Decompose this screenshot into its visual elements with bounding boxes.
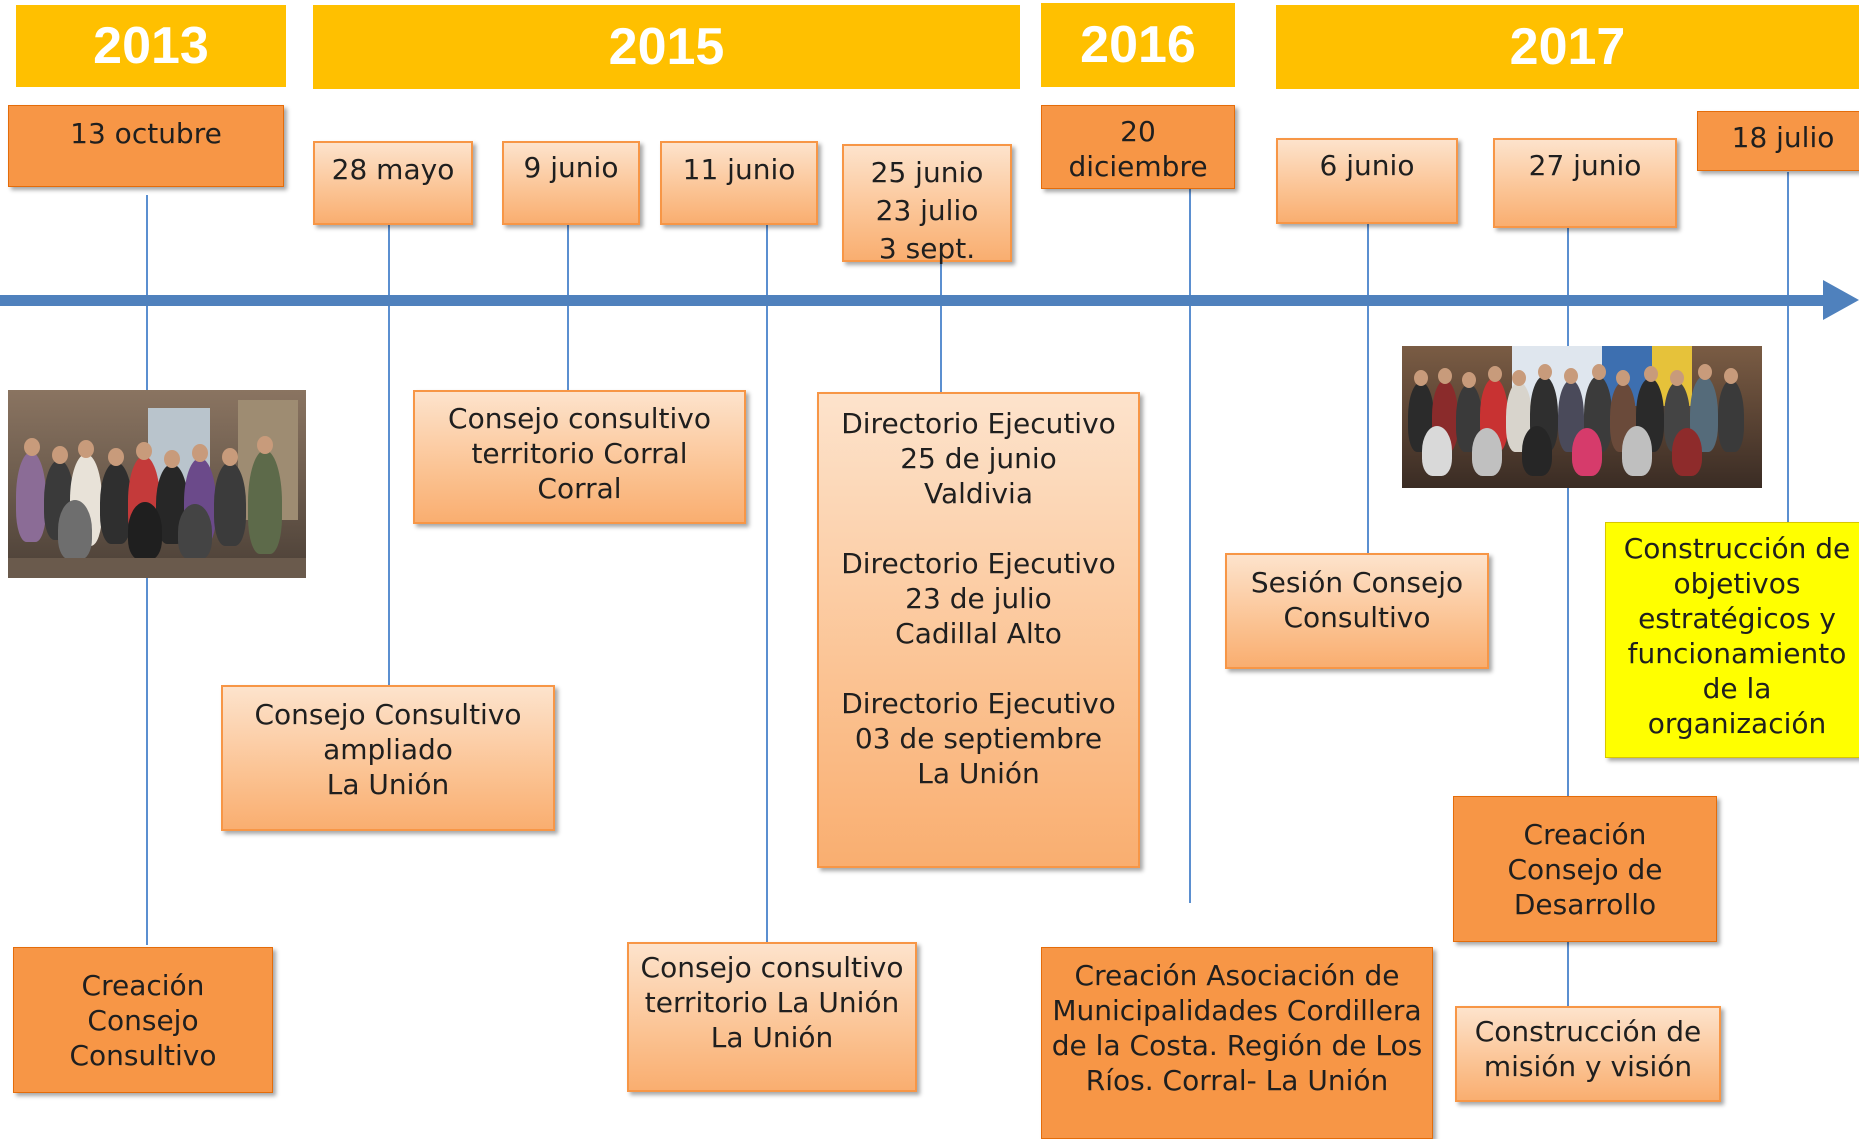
group-photo-consejo-desarrollo <box>1402 346 1762 488</box>
date-box-9-junio: 9 junio <box>502 141 640 225</box>
event-box-consejo-consultivo-ampliado: Consejo Consultivo ampliado La Unión <box>221 685 555 831</box>
connector-line <box>1787 172 1789 524</box>
connector-line <box>766 222 768 942</box>
date-box-11-junio: 11 junio <box>660 141 818 225</box>
connector-line <box>1367 222 1369 554</box>
event-box-creacion-consejo-desarrollo: Creación Consejo de Desarrollo <box>1453 796 1717 942</box>
year-bar-2016: 2016 <box>1041 3 1235 87</box>
connector-line <box>388 222 390 685</box>
date-box-6-junio: 6 junio <box>1276 138 1458 224</box>
date-box-junio-julio-sept: 25 junio 23 julio 3 sept. <box>842 144 1012 265</box>
event-box-consejo-territorio-corral: Consejo consultivo territorio Corral Cor… <box>413 390 746 524</box>
connector-line <box>940 262 942 392</box>
group-photo-consejo-consultivo <box>8 390 306 578</box>
connector-line <box>567 222 569 390</box>
event-box-sesion-consejo-consultivo: Sesión Consejo Consultivo <box>1225 553 1489 669</box>
event-box-creacion-asociacion-municipalidades: Creación Asociación de Municipalidades C… <box>1041 947 1433 1139</box>
timeline-arrowhead <box>1823 280 1859 320</box>
event-box-construccion-mision-vision: Construcción de misión y visión <box>1455 1006 1721 1102</box>
date-box-18-julio: 18 julio <box>1697 111 1859 171</box>
year-bar-2013: 2013 <box>16 5 286 87</box>
date-box-13-octubre: 13 octubre <box>8 105 284 187</box>
event-box-creacion-consejo-consultivo: Creación Consejo Consultivo <box>13 947 273 1093</box>
event-box-construccion-objetivos: Construcción de objetivos estratégicos y… <box>1605 522 1859 758</box>
connector-line <box>1189 188 1191 903</box>
date-box-20-diciembre: 20 diciembre <box>1041 105 1235 189</box>
connector-line <box>1567 228 1569 1006</box>
event-box-consejo-territorio-la-union: Consejo consultivo territorio La Unión L… <box>627 942 917 1092</box>
timeline-axis <box>0 295 1835 306</box>
year-bar-2017: 2017 <box>1276 5 1859 89</box>
event-box-directorio-ejecutivo: Directorio Ejecutivo 25 de junio Valdivi… <box>817 392 1140 868</box>
date-box-28-mayo: 28 mayo <box>313 141 473 225</box>
date-box-27-junio: 27 junio <box>1493 138 1677 228</box>
year-bar-2015: 2015 <box>313 5 1020 89</box>
